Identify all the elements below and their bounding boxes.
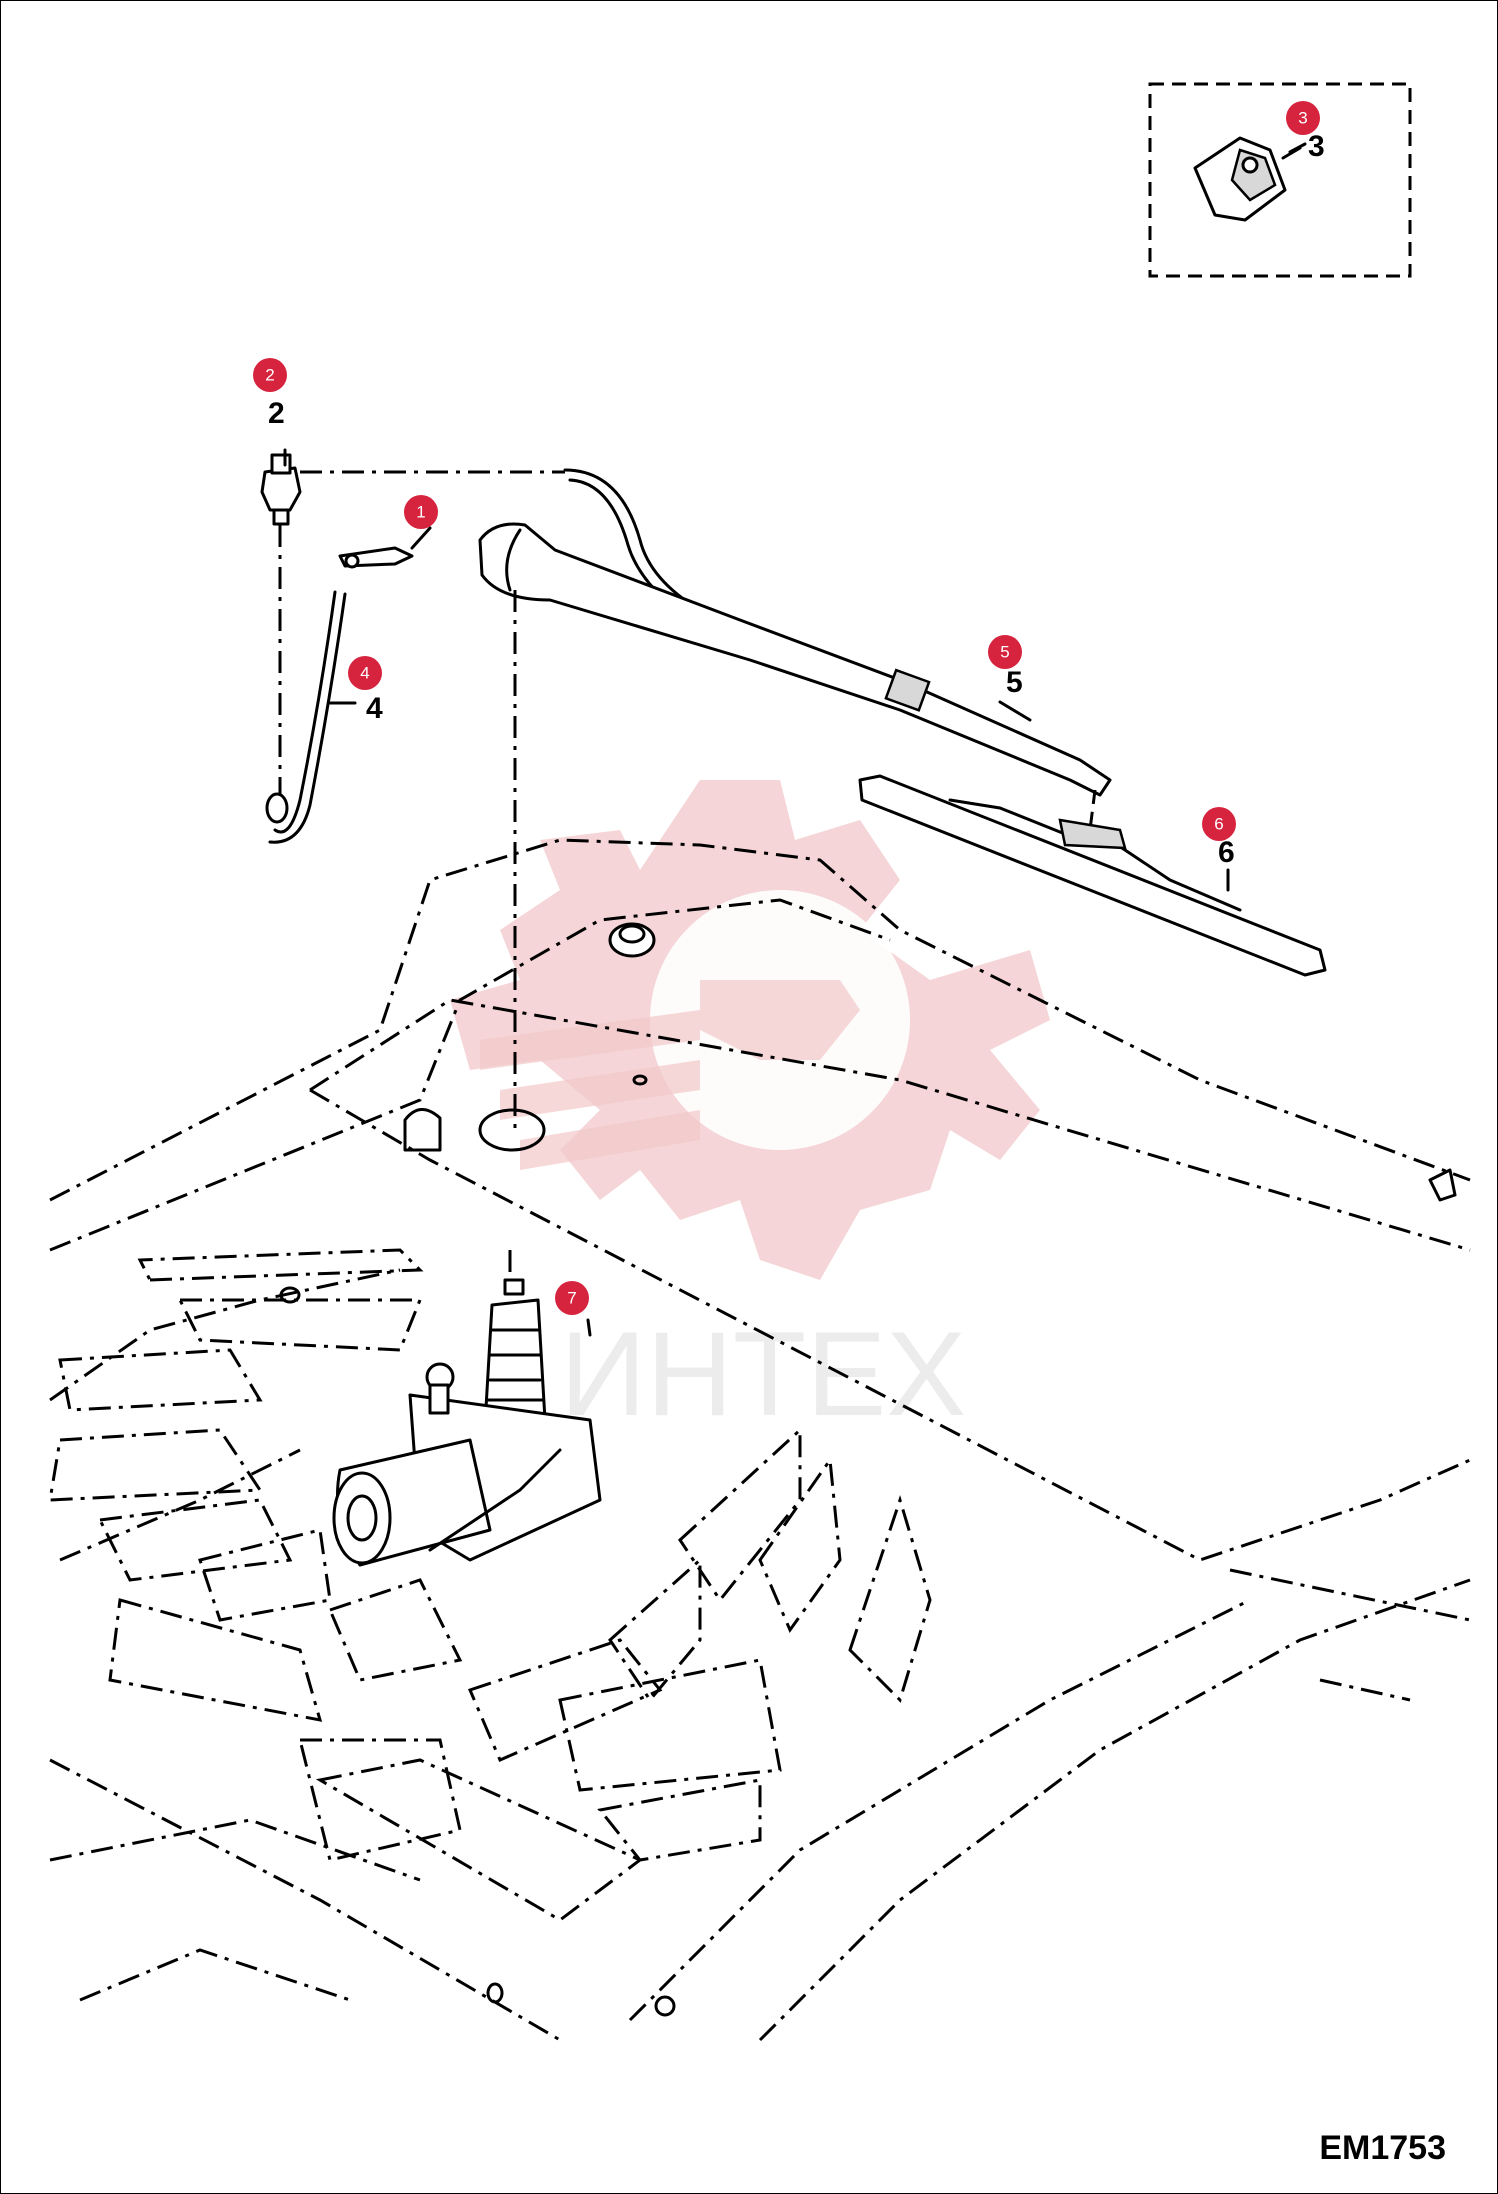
diagram-code: EM1753 — [1319, 2129, 1446, 2167]
inset-box — [1148, 82, 1412, 278]
callout-badge-1: 1 — [404, 495, 438, 529]
part-number-6: 6 — [1218, 836, 1235, 869]
svg-text:7: 7 — [567, 1289, 576, 1308]
callout-badge-7: 7 — [555, 1281, 589, 1315]
svg-text:6: 6 — [1214, 815, 1223, 834]
part-number-3: 3 — [1308, 130, 1325, 163]
washer-nozzle — [260, 453, 302, 526]
washer-hose — [265, 468, 702, 844]
part-number-5: 5 — [1006, 666, 1023, 699]
wiper-blade — [858, 774, 1327, 977]
vehicle-body-outline — [49, 838, 1471, 2042]
part-number-2: 2 — [268, 397, 285, 430]
callout-badge-2: 2 — [253, 358, 287, 392]
watermark-text: ИНТЕХ — [560, 1307, 966, 1441]
svg-text:3: 3 — [1298, 109, 1307, 128]
callout-badge-6: 6 — [1202, 807, 1236, 841]
svg-text:2: 2 — [265, 366, 274, 385]
svg-text:1: 1 — [416, 503, 425, 522]
callout-badge-5: 5 — [988, 635, 1022, 669]
callout-badge-3: 3 — [1286, 101, 1320, 135]
part-number-4: 4 — [366, 692, 383, 725]
hose-clip — [338, 546, 414, 569]
watermark-logo: ИНТЕХ — [450, 780, 1050, 1441]
switch-part — [1193, 136, 1302, 222]
svg-text:5: 5 — [1000, 643, 1009, 662]
wiper-motor — [332, 1250, 602, 1567]
wiper-arm — [478, 522, 1112, 797]
leader-lines — [283, 142, 1307, 1337]
callout-badge-4: 4 — [348, 656, 382, 690]
part-numbers: 3 2 4 5 6 — [268, 130, 1325, 869]
arm-blade-line — [1088, 789, 1097, 831]
body-features — [279, 922, 1457, 2017]
svg-text:4: 4 — [360, 664, 369, 683]
panel-cutouts — [48, 1248, 932, 1922]
